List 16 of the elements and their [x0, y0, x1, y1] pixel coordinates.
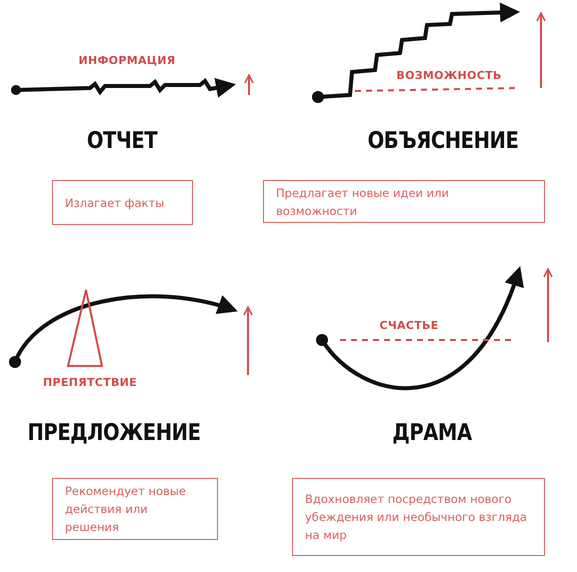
- description-text: Рекомендует новые действия или решения: [65, 483, 187, 536]
- section-heading: ДРАМА: [392, 420, 472, 446]
- curve-label: ВОЗМОЖНОСТЬ: [396, 69, 502, 82]
- section-heading: ОБЪЯСНЕНИЕ: [368, 128, 518, 154]
- description-box: [52, 180, 193, 225]
- section-heading: ОТЧЕТ: [86, 128, 158, 154]
- description-box: [263, 180, 545, 223]
- description-text: Предлагает новые идеи или возможности: [276, 184, 450, 220]
- curve-label: СЧАСТЬЕ: [379, 319, 439, 332]
- description-box: [292, 478, 545, 556]
- curve-label: ИНФОРМАЦИЯ: [78, 54, 176, 67]
- description-text: Излагает факты: [65, 194, 164, 212]
- curve-label: ПРЕПЯТСТВИЕ: [43, 376, 137, 389]
- description-text: Вдохновляет посредством нового убеждения или необычного взгляда на мир: [305, 491, 528, 544]
- section-heading: ПРЕДЛОЖЕНИЕ: [28, 420, 200, 446]
- description-box: [52, 478, 218, 540]
